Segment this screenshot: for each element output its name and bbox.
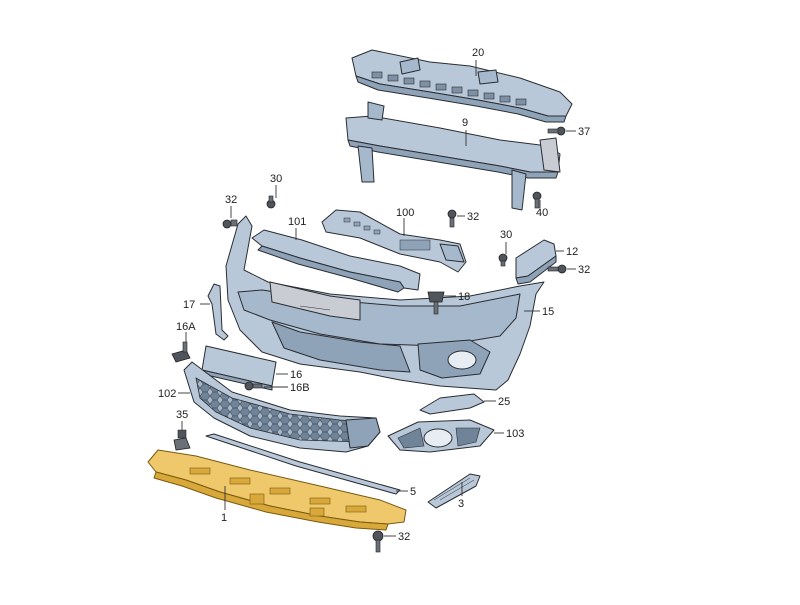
label-9: 9 xyxy=(462,117,468,129)
lower-trim-strip-part-5[interactable] xyxy=(205,433,401,495)
clip-part-18[interactable] xyxy=(427,291,445,315)
side-bracket-part-12[interactable] xyxy=(515,239,557,285)
label-25: 25 xyxy=(498,396,510,408)
screw-part-40[interactable] xyxy=(532,191,542,209)
clip-part-30-right[interactable] xyxy=(498,253,508,267)
label-40: 40 xyxy=(536,207,548,219)
screw-part-32-bottom[interactable] xyxy=(372,530,384,553)
bumper-cover-part-15[interactable] xyxy=(225,215,545,391)
clip-part-16A[interactable] xyxy=(171,341,191,363)
label-12: 12 xyxy=(566,246,578,258)
label-32-right: 32 xyxy=(578,264,590,276)
trim-cover-part-25[interactable] xyxy=(419,393,485,415)
label-35: 35 xyxy=(176,409,188,421)
bumper-reinforcement-part-9[interactable] xyxy=(345,101,561,211)
label-32-bottom: 32 xyxy=(398,531,410,543)
label-102: 102 xyxy=(158,388,176,400)
screw-part-16B[interactable] xyxy=(244,381,263,391)
label-30-top: 30 xyxy=(270,173,282,185)
label-5: 5 xyxy=(410,486,416,498)
clip-part-30-left[interactable] xyxy=(266,195,276,209)
screw-part-37[interactable] xyxy=(547,126,566,136)
label-101: 101 xyxy=(288,216,306,228)
screw-part-32-upper-mid[interactable] xyxy=(447,209,457,228)
label-32-upper-mid: 32 xyxy=(467,211,479,223)
impact-absorber-part-20[interactable] xyxy=(351,49,573,123)
label-16: 16 xyxy=(290,369,302,381)
label-17: 17 xyxy=(183,299,195,311)
label-30-right: 30 xyxy=(500,229,512,241)
label-37: 37 xyxy=(578,126,590,138)
label-1: 1 xyxy=(221,512,227,524)
label-16A: 16A xyxy=(176,321,196,333)
label-15: 15 xyxy=(542,306,554,318)
lower-grille-part-102[interactable] xyxy=(183,361,381,453)
label-20: 20 xyxy=(472,47,484,59)
label-103: 103 xyxy=(506,428,524,440)
label-18: 18 xyxy=(458,291,470,303)
label-32-upper-left: 32 xyxy=(225,194,237,206)
side-guide-part-17[interactable] xyxy=(207,283,229,341)
upper-trim-strip-part-101[interactable] xyxy=(251,229,421,293)
underbody-shield-part-1-highlighted[interactable] xyxy=(147,449,407,531)
label-16B: 16B xyxy=(290,382,310,394)
screw-part-32-upper-left[interactable] xyxy=(222,219,238,229)
screw-part-32-right[interactable] xyxy=(547,264,567,274)
label-3: 3 xyxy=(458,498,464,510)
label-100: 100 xyxy=(396,207,414,219)
side-trim-part-3[interactable] xyxy=(427,473,481,509)
upper-grille-support-part-100[interactable] xyxy=(321,209,467,273)
fog-lamp-grille-part-103[interactable] xyxy=(387,419,495,453)
clip-part-35[interactable] xyxy=(173,429,191,451)
